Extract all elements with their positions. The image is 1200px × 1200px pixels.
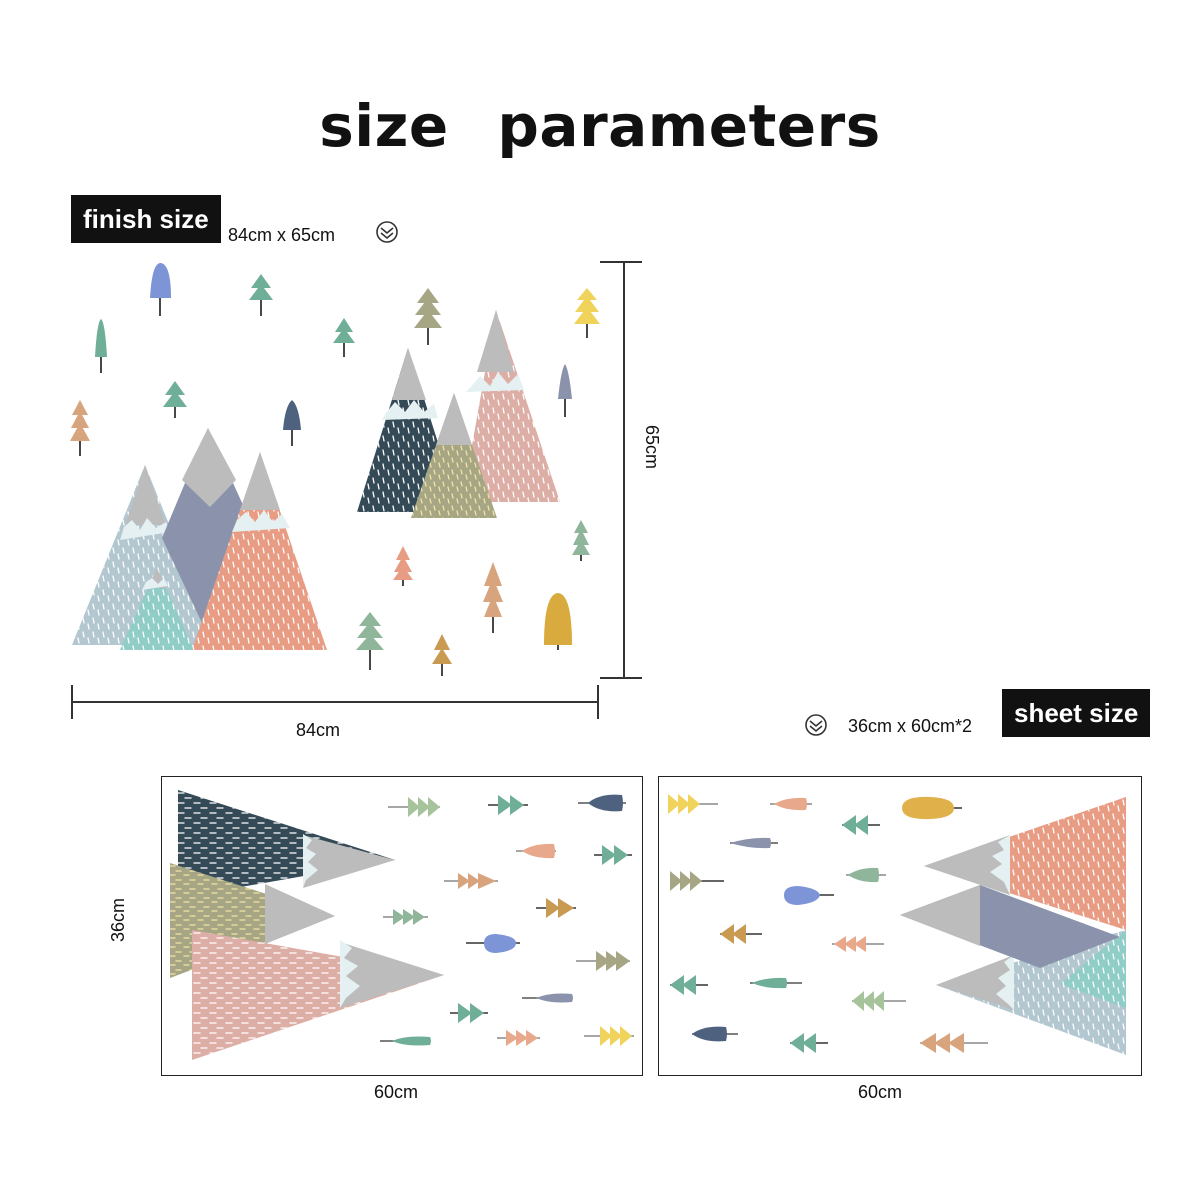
tan-tree-icon [444, 873, 498, 889]
navy-tree-icon [283, 400, 301, 446]
right-mountain-group [357, 310, 560, 518]
finish-dimensions: 84cm x 65cm [228, 225, 336, 245]
green-tree-icon [488, 795, 528, 815]
ochre-tree-icon [720, 924, 762, 944]
slate-tree-icon [558, 364, 572, 417]
yellow-tree-icon [584, 1026, 634, 1046]
sheet-1-art [170, 790, 634, 1060]
yellow-tree-icon [668, 794, 718, 814]
olive-tree-icon [414, 288, 442, 345]
scattered-trees [70, 262, 600, 676]
green-tree-icon [572, 520, 590, 561]
green-tree-icon [450, 1003, 488, 1023]
sheet2-width-label: 60cm [858, 1082, 903, 1102]
sheet-2-art [668, 794, 1126, 1055]
yellow-tree-icon [574, 288, 600, 338]
blue-tree-icon [784, 886, 834, 905]
sheet1-width-label: 60cm [374, 1082, 419, 1102]
sage-tree-icon [852, 991, 906, 1011]
chevron-badge-icon [376, 221, 398, 243]
green-tree-icon [842, 815, 880, 835]
green-tree-icon [594, 845, 632, 865]
height-dimension-line [600, 261, 642, 679]
green-tree-icon [95, 319, 107, 373]
blue-tree-icon [150, 262, 171, 316]
olive-tree-icon [388, 797, 440, 817]
olive-tree-icon [576, 951, 630, 971]
sage-tree-icon [383, 909, 428, 925]
salmon-tree-icon [832, 936, 884, 952]
slate-tree-icon [730, 837, 778, 849]
green-tree-icon [163, 381, 187, 418]
green-tree-icon [670, 975, 708, 995]
green-tree-icon [380, 1036, 431, 1046]
green-tree-icon [750, 977, 802, 989]
salmon-tree-icon [497, 1030, 540, 1046]
tan-tree-icon [483, 562, 503, 633]
sheet-size-tag: sheet size [1002, 689, 1151, 737]
salmon-tree-icon [516, 843, 556, 859]
salmon-tree-icon [393, 546, 413, 586]
green-tree-icon [790, 1033, 828, 1053]
sheet-dimensions: 36cm x 60cm*2 [848, 716, 973, 736]
navy-tree-icon [692, 1026, 738, 1042]
tan-tree-icon [920, 1033, 988, 1053]
green-tree-icon [249, 274, 273, 316]
chevron-badge-icon [805, 714, 827, 736]
page-title: size parameters [319, 92, 881, 160]
left-mountain-group [72, 428, 327, 650]
finish-width-label: 84cm [296, 720, 341, 740]
ochre-tree-icon [902, 796, 962, 820]
green-tree-icon [333, 318, 355, 357]
slate-tree-icon [522, 993, 573, 1003]
olive-tree-icon [670, 871, 724, 891]
sage-tree-icon [846, 867, 886, 883]
ochre-tree-icon [544, 593, 572, 650]
tan-tree-icon [70, 400, 90, 456]
width-dimension-line [71, 685, 599, 719]
sage-tree-icon [356, 612, 384, 670]
ochre-tree-icon [432, 634, 452, 676]
ochre-tree-icon [536, 898, 576, 918]
blue-tree-icon [466, 934, 520, 953]
salmon-tree-icon [770, 797, 812, 811]
navy-tree-icon [578, 794, 626, 812]
finish-size-tag: finish size [71, 195, 221, 243]
